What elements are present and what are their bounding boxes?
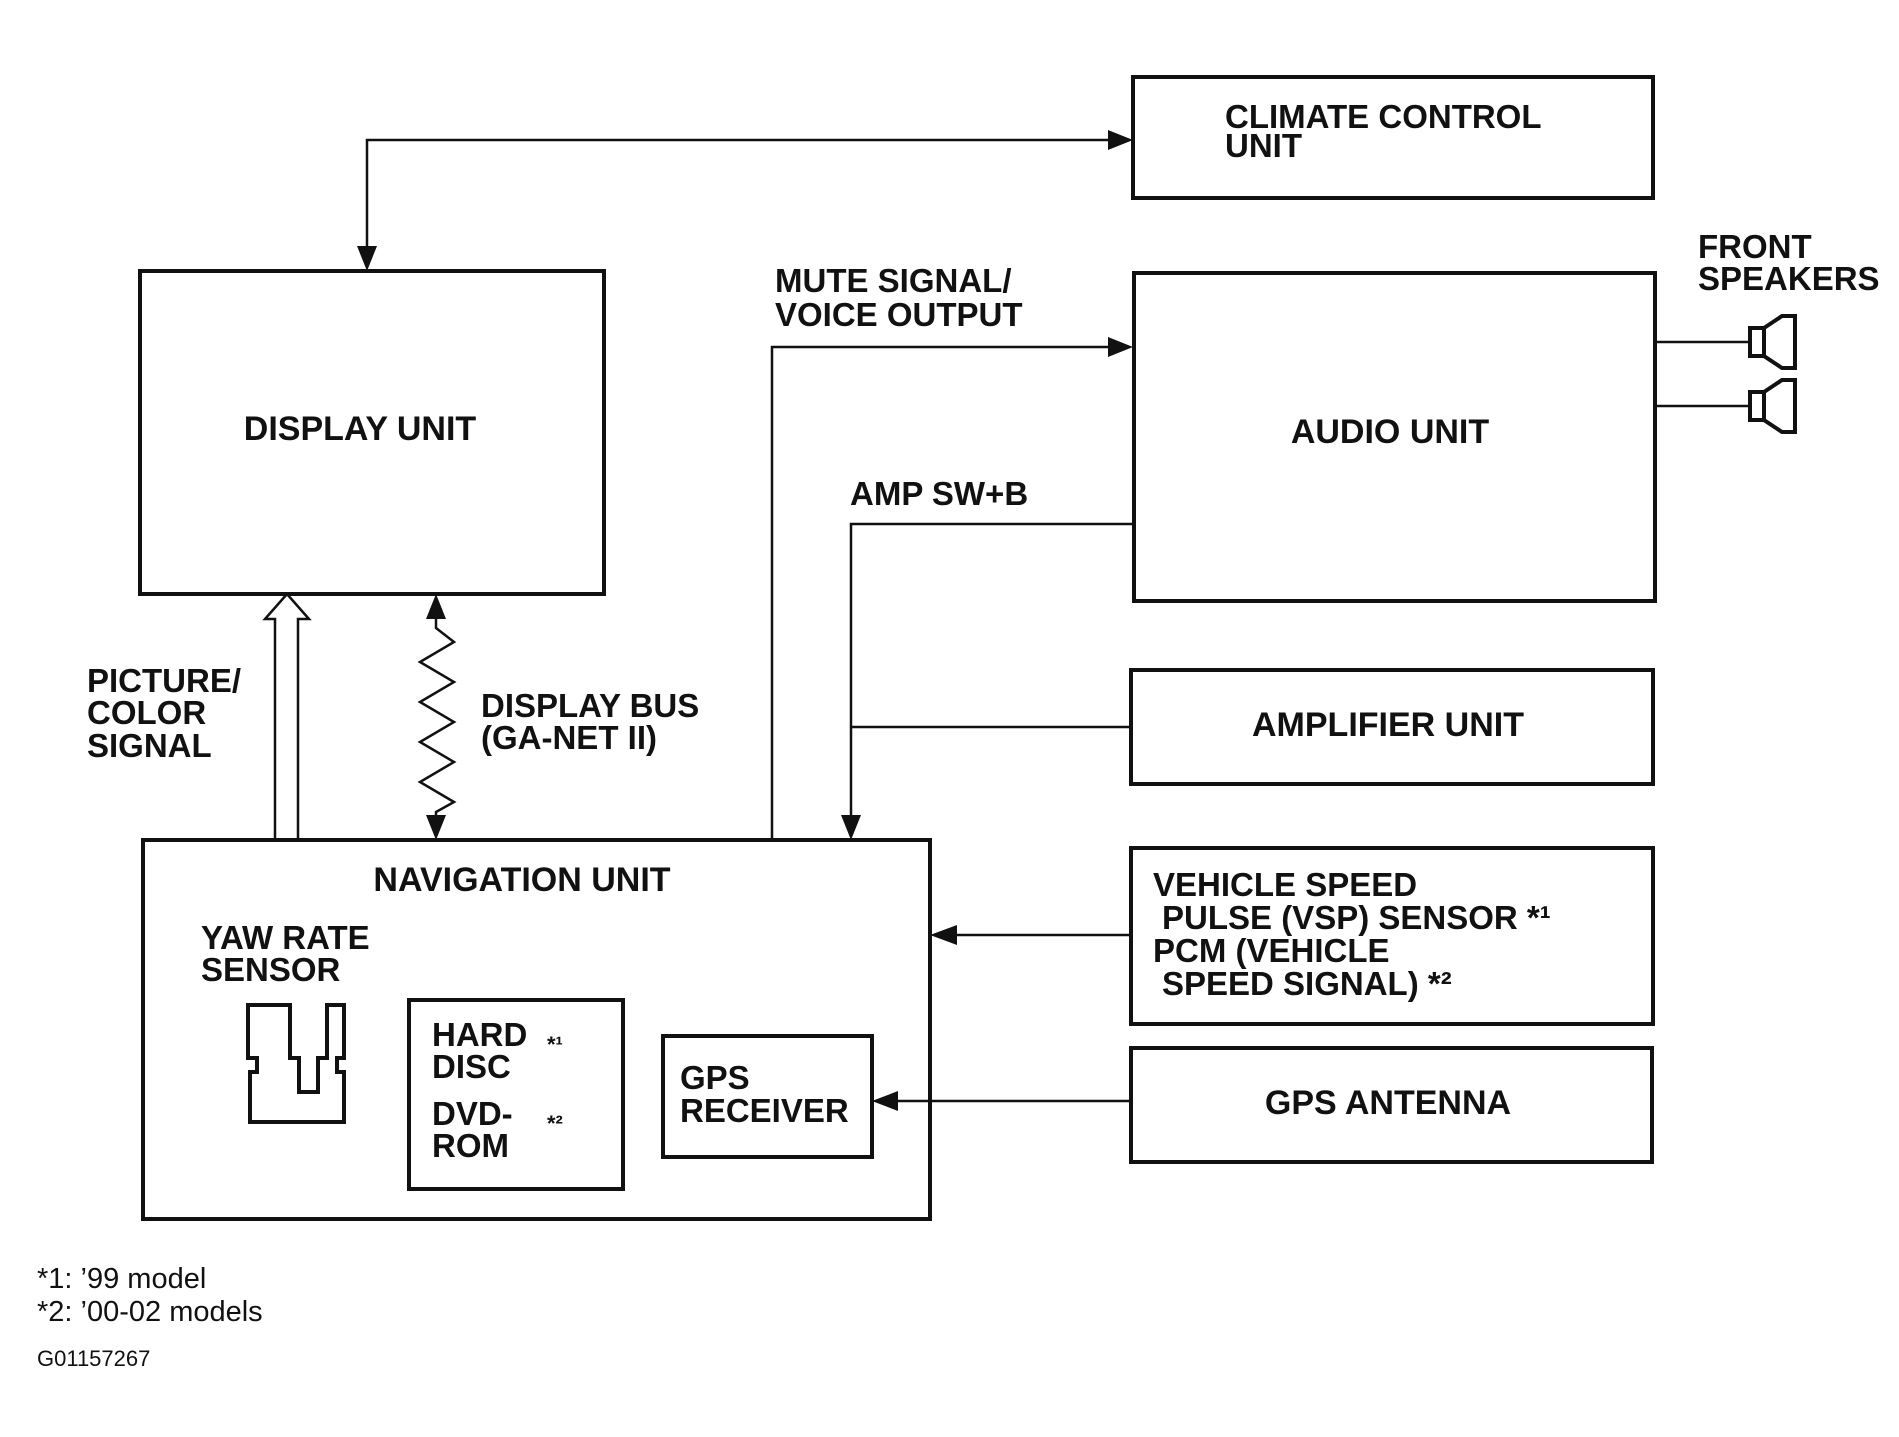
display-bus-connection bbox=[417, 594, 457, 840]
gps-receiver-label-1: GPS bbox=[680, 1059, 750, 1096]
storage-block: HARD DISC *¹ DVD- ROM *² bbox=[407, 998, 625, 1191]
gps-receiver-label-2: RECEIVER bbox=[680, 1092, 849, 1129]
navigation-unit-label: NAVIGATION UNIT bbox=[373, 861, 670, 899]
front-speakers-label-2: SPEAKERS bbox=[1698, 260, 1880, 297]
yaw-rate-sensor-label-2: SENSOR bbox=[201, 951, 341, 988]
dvd-rom-label-2: ROM bbox=[432, 1127, 509, 1164]
hard-disc-footnote-mark: *¹ bbox=[547, 1032, 563, 1057]
display-bus-label-2: (GA-NET II) bbox=[481, 719, 657, 756]
picture-signal-label-3: SIGNAL bbox=[87, 727, 212, 764]
dvd-rom-label-1: DVD- bbox=[432, 1095, 513, 1132]
navigation-unit-block: NAVIGATION UNIT YAW RATE SENSOR HARD DIS… bbox=[141, 838, 932, 1221]
mute-voice-connection bbox=[770, 337, 1133, 840]
gps-antenna-connection bbox=[872, 1091, 1131, 1111]
gps-receiver-block: GPS RECEIVER bbox=[661, 1034, 874, 1159]
speaker-icon bbox=[1748, 378, 1797, 434]
vehicle-speed-label-2: PULSE (VSP) SENSOR *¹ bbox=[1162, 899, 1551, 936]
amp-sw-label: AMP SW+B bbox=[850, 475, 1028, 512]
amp-sw-connection bbox=[841, 522, 1134, 840]
climate-control-unit-label-2: UNIT bbox=[1225, 127, 1302, 164]
climate-control-unit-label-1: CLIMATE CONTROL bbox=[1225, 98, 1542, 135]
yaw-rate-sensor-label-1: YAW RATE bbox=[201, 919, 370, 956]
amplifier-unit-label: AMPLIFIER UNIT bbox=[1252, 706, 1524, 744]
footnote-2: *2: ’00-02 models bbox=[37, 1296, 263, 1328]
speaker-icon bbox=[1748, 314, 1797, 370]
audio-unit-block: AUDIO UNIT bbox=[1132, 271, 1657, 603]
picture-signal-label-1: PICTURE/ bbox=[87, 662, 241, 699]
gps-antenna-label: GPS ANTENNA bbox=[1265, 1084, 1511, 1122]
vehicle-speed-label-4: SPEED SIGNAL) *² bbox=[1162, 965, 1452, 1002]
display-climate-connection bbox=[357, 130, 1133, 271]
display-bus-label-1: DISPLAY BUS bbox=[481, 687, 699, 724]
climate-control-unit-block: CLIMATE CONTROL UNIT bbox=[1131, 75, 1655, 200]
picture-signal-label-2: COLOR bbox=[87, 694, 206, 731]
front-speakers bbox=[1655, 314, 1797, 434]
hard-disc-label-1: HARD bbox=[432, 1016, 527, 1053]
display-unit-block: DISPLAY UNIT bbox=[138, 269, 606, 596]
vehicle-speed-block: VEHICLE SPEED PULSE (VSP) SENSOR *¹ PCM … bbox=[1129, 846, 1655, 1026]
vehicle-speed-label-1: VEHICLE SPEED bbox=[1153, 866, 1417, 903]
dvd-rom-footnote-mark: *² bbox=[547, 1111, 563, 1136]
figure-code: G01157267 bbox=[37, 1346, 150, 1371]
display-unit-label: DISPLAY UNIT bbox=[244, 410, 477, 448]
front-speakers-label-1: FRONT bbox=[1698, 228, 1812, 265]
mute-signal-label-2: VOICE OUTPUT bbox=[775, 296, 1023, 333]
vehicle-speed-connection bbox=[930, 925, 1131, 945]
picture-color-arrow bbox=[262, 592, 312, 842]
gps-antenna-block: GPS ANTENNA bbox=[1129, 1046, 1654, 1164]
yaw-rate-sensor-icon bbox=[246, 1003, 346, 1124]
footnote-1: *1: ’99 model bbox=[37, 1263, 206, 1295]
amplifier-unit-block: AMPLIFIER UNIT bbox=[1129, 668, 1655, 786]
hard-disc-label-2: DISC bbox=[432, 1048, 511, 1085]
mute-signal-label-1: MUTE SIGNAL/ bbox=[775, 262, 1012, 299]
vehicle-speed-label-3: PCM (VEHICLE bbox=[1153, 932, 1390, 969]
audio-unit-label: AUDIO UNIT bbox=[1291, 413, 1490, 451]
